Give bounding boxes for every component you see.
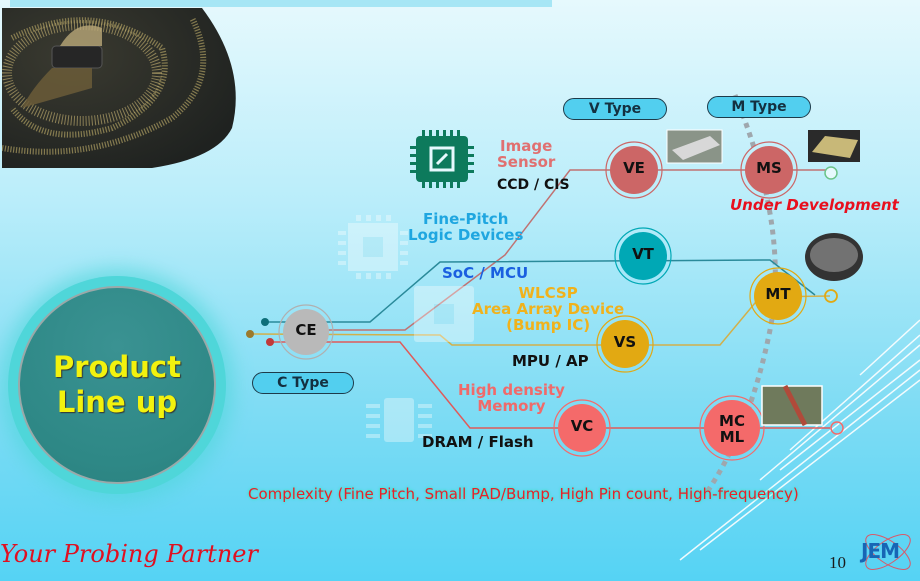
- memory-line2: Memory: [477, 396, 546, 415]
- memory-line1: High density: [458, 381, 565, 399]
- node-ms[interactable]: [740, 141, 798, 199]
- ccd-cis-label: CCD / CIS: [497, 177, 570, 193]
- node-ve[interactable]: [605, 141, 663, 199]
- image-sensor-line1: Image: [500, 137, 553, 155]
- decorative-lines: [679, 319, 920, 561]
- mc-product-photo: [761, 384, 823, 427]
- mpu-ap-label: MPU / AP: [512, 352, 589, 370]
- under-development-label: Under Development: [730, 196, 899, 214]
- fine-pitch-label: Fine-Pitch Logic Devices: [408, 210, 524, 244]
- main-title-circle: Product Line up: [18, 286, 216, 484]
- node-vc-label: VC: [570, 417, 594, 435]
- v-type-badge: V Type: [563, 98, 667, 120]
- mt-product-photo: [805, 233, 863, 281]
- memory-label: High density Memory: [458, 381, 565, 415]
- wlcsp-label: WLCSP Area Array Device (Bump IC): [472, 284, 625, 334]
- m-type-badge: M Type: [707, 96, 811, 118]
- node-vt-label: VT: [632, 245, 654, 263]
- title-line-2: Line up: [56, 385, 178, 419]
- mt-endpoint: [824, 289, 838, 303]
- memory-chip-icon: [366, 398, 432, 442]
- ms-endpoint: [824, 166, 838, 180]
- dram-flash-label: DRAM / Flash: [422, 433, 534, 451]
- node-vc[interactable]: [553, 399, 611, 457]
- node-ms-label: MS: [756, 159, 782, 177]
- node-mc-ml[interactable]: [699, 395, 765, 461]
- jem-logo-orbit-icon: [865, 534, 911, 570]
- soc-mcu-label: SoC / MCU: [442, 264, 529, 282]
- wlcsp-line3: (Bump IC): [506, 315, 591, 334]
- line-ce-vt: [265, 259, 816, 323]
- image-sensor-line2: Sensor: [497, 152, 556, 171]
- ve-product-photo: [666, 129, 723, 164]
- wlcsp-line2: Area Array Device: [472, 299, 625, 318]
- node-ml-label: ML: [719, 427, 745, 446]
- wlcsp-line1: WLCSP: [518, 284, 578, 302]
- node-mt-label: MT: [765, 285, 791, 303]
- logic-chip-icon: [338, 215, 408, 279]
- jem-logo: JEM: [861, 539, 900, 563]
- area-array-chip-icon: [414, 286, 474, 342]
- node-vs[interactable]: [596, 315, 654, 373]
- ms-product-photo: [808, 130, 860, 162]
- probe-card-photo: [2, 8, 236, 168]
- node-vs-label: VS: [613, 333, 637, 351]
- c-type-badge: C Type: [252, 372, 354, 394]
- page-number: 10: [829, 553, 846, 572]
- node-ce-label: CE: [295, 321, 317, 339]
- fine-pitch-line2: Logic Devices: [408, 225, 524, 244]
- node-ve-label: VE: [623, 159, 645, 177]
- image-sensor-label: Image Sensor: [497, 137, 556, 171]
- node-mc-label: MC: [719, 412, 745, 430]
- title-line-1: Product: [53, 350, 181, 385]
- node-mc-ml-label: MC ML: [712, 412, 752, 446]
- slide-title: Product Line up: [53, 350, 181, 420]
- node-vt[interactable]: [614, 227, 672, 285]
- complexity-note: Complexity (Fine Pitch, Small PAD/Bump, …: [248, 485, 799, 503]
- slogan: Your Probing Partner: [0, 540, 258, 568]
- mc-endpoint: [830, 421, 844, 435]
- node-mt[interactable]: [749, 267, 807, 325]
- image-sensor-chip-icon: [410, 130, 474, 188]
- title-bar-strip: [10, 0, 552, 7]
- node-ce[interactable]: [278, 304, 334, 360]
- line-ce-vc: [270, 341, 830, 429]
- fine-pitch-line1: Fine-Pitch: [423, 210, 509, 228]
